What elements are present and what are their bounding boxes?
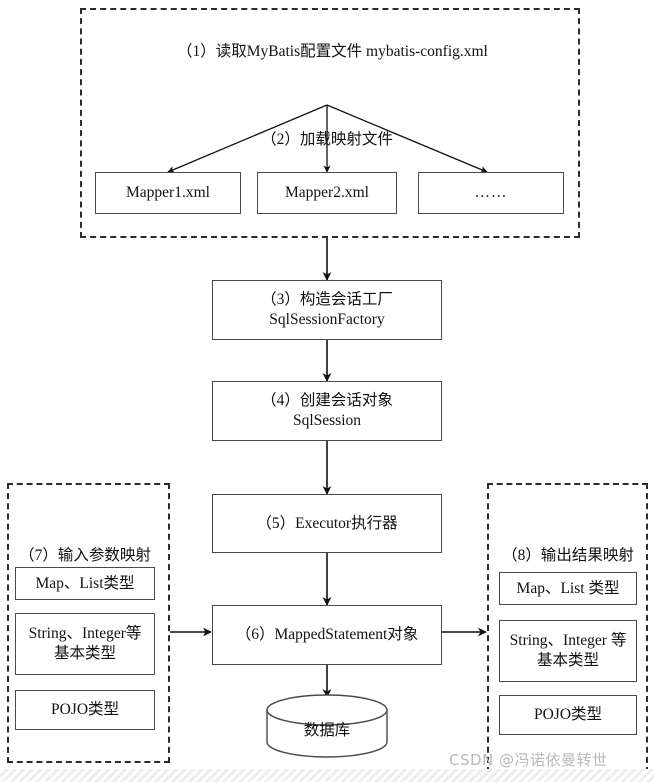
step4-line2: SqlSession [292, 412, 362, 429]
step1-line1: （1）读取MyBatis配置文件 [177, 43, 363, 60]
input-type-primitive-box[interactable]: String、Integer等 基本类型 [15, 613, 155, 675]
input-mapping-dashed-region [7, 483, 170, 763]
input-type-map-list-box[interactable]: Map、List类型 [15, 567, 155, 600]
output-type-primitive-box[interactable]: String、Integer 等 基本类型 [499, 620, 637, 682]
csdn-watermark: CSDN @冯诺依曼转世 [449, 751, 608, 769]
mapper2-label: Mapper2.xml [285, 184, 369, 202]
database-label: 数据库 [303, 722, 351, 739]
step2-label: （2）加载映射文件 [261, 131, 393, 148]
step3-line2: SqlSessionFactory [269, 311, 385, 328]
step5-line1: （5）Executor执行器 [256, 514, 398, 532]
step3-box[interactable]: （3）构造会话工厂 SqlSessionFactory [212, 280, 442, 340]
mapper1-box[interactable]: Mapper1.xml [95, 172, 241, 214]
mapper1-label: Mapper1.xml [126, 184, 210, 202]
step6-line1: （6）MappedStatement对象 [235, 626, 419, 644]
step3-line1: （3）构造会话工厂 [261, 291, 393, 309]
output-mapping-heading: （8）输出结果映射 [502, 547, 634, 564]
mapper-more-label: …… [474, 184, 508, 202]
input-mapping-heading: （7）输入参数映射 [19, 547, 151, 564]
bottom-hatch-strip [0, 769, 654, 782]
config-dashed-region [80, 8, 580, 238]
input-type-pojo-box[interactable]: POJO类型 [15, 690, 155, 730]
mapper2-box[interactable]: Mapper2.xml [257, 172, 397, 214]
step1-label: （1）读取MyBatis配置文件 mybatis-config.xml [177, 42, 488, 62]
step4-box[interactable]: （4）创建会话对象 SqlSession [212, 381, 442, 441]
step5-box[interactable]: （5）Executor执行器 [212, 494, 442, 553]
mapper-more-box[interactable]: …… [418, 172, 564, 214]
step4-line1: （4）创建会话对象 [261, 392, 393, 410]
step1-line2: mybatis-config.xml [366, 43, 488, 60]
output-type-map-list-box[interactable]: Map、List 类型 [499, 572, 637, 605]
output-type-pojo-box[interactable]: POJO类型 [499, 695, 637, 735]
step6-box[interactable]: （6）MappedStatement对象 [212, 605, 442, 665]
